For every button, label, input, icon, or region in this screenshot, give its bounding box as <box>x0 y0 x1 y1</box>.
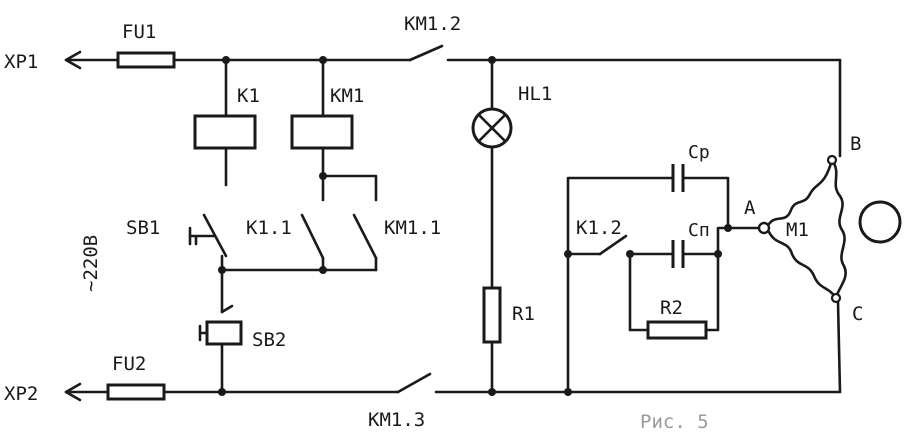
contact-km1-1 <box>352 213 378 260</box>
label-k1: K1 <box>237 85 260 107</box>
figure-caption: Рис. 5 <box>640 411 709 433</box>
label-cp: Cp <box>688 142 710 163</box>
resistor-r2 <box>646 320 708 340</box>
relay-coil-k1 <box>193 114 257 150</box>
resistor-r1 <box>482 286 502 344</box>
label-b: B <box>850 133 861 155</box>
label-r2: R2 <box>660 297 683 319</box>
label-xp1: XP1 <box>4 51 38 73</box>
label-r1: R1 <box>512 303 535 325</box>
label-sb1: SB1 <box>126 217 160 239</box>
k1-branch <box>188 56 257 270</box>
contact-k1-2 <box>598 234 628 256</box>
labels: XP1 XP2 FU1 FU2 KM1.2 KM1.3 K1 KM1 HL1 S… <box>4 13 863 433</box>
lamp-branch <box>471 56 513 396</box>
label-m1: M1 <box>786 219 809 241</box>
label-km1-2: KM1.2 <box>404 13 461 35</box>
junction-wire <box>218 266 378 314</box>
capacitor-cn <box>671 240 685 268</box>
label-k1-2: K1.2 <box>576 217 622 239</box>
capacitor-network <box>564 164 760 396</box>
switch-sb2 <box>198 304 243 396</box>
contact-km1-3 <box>396 372 432 394</box>
label-fu2: FU2 <box>112 353 146 375</box>
label-hl1: HL1 <box>518 83 552 105</box>
contact-k1-1 <box>300 213 325 260</box>
fuse-fu1 <box>116 51 176 69</box>
label-fu1: FU1 <box>122 21 156 43</box>
label-c: C <box>852 303 863 325</box>
capacitor-cp <box>671 164 685 192</box>
motor-rotor-symbol <box>858 200 902 244</box>
label-km1: KM1 <box>330 85 364 107</box>
fuse-fu2 <box>106 383 166 401</box>
label-a: A <box>744 197 756 219</box>
label-cn: Cп <box>688 220 710 241</box>
contact-km1-2 <box>408 44 444 62</box>
label-voltage: ~220B <box>80 235 102 292</box>
motor-m1 <box>757 58 902 394</box>
label-sb2: SB2 <box>252 329 286 351</box>
label-k1-1: K1.1 <box>246 217 292 239</box>
label-xp2: XP2 <box>4 383 38 405</box>
bottom-rail <box>64 372 842 402</box>
label-km1-1: KM1.1 <box>384 217 441 239</box>
top-rail <box>64 44 842 70</box>
km1-branch <box>290 56 378 272</box>
label-km1-3: KM1.3 <box>368 409 425 431</box>
relay-coil-km1 <box>290 114 354 150</box>
